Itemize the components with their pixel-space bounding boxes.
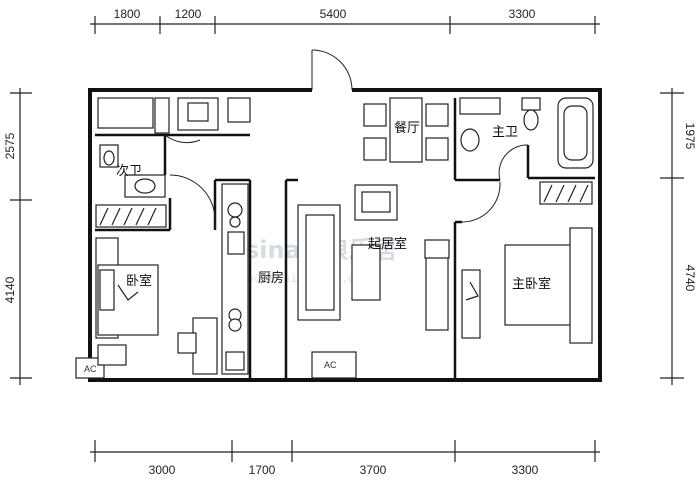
label-living: 起居室 [368,236,407,252]
upper-cabinets [177,97,251,131]
dining-chair [363,137,387,161]
bedroom-furniture [95,237,218,375]
interior-doors [164,134,529,230]
desk [192,317,218,375]
room-labels: 次卫 卧室 厨房 餐厅 起居室 主卫 主卧室 [116,120,551,292]
desk-chair [177,332,197,354]
dining-furniture [363,97,449,163]
master-shoe-cabinet [539,181,593,205]
second-bath-fixtures [95,97,170,228]
bedside-table [97,344,127,366]
dresser [461,269,481,339]
label-master-bath: 主卫 [492,125,518,140]
sink [227,231,245,255]
toilet-icon [103,150,115,166]
master-bath-fixtures [459,97,594,205]
top-dim-1: 1800 [114,7,141,21]
label-bedroom: 卧室 [126,273,152,289]
top-dim-2: 1200 [175,7,202,21]
tv-cabinet [425,254,449,331]
top-dimension-line: 1800 1200 5400 3300 [90,7,600,34]
master-washbasin [460,128,480,152]
water-heater [154,97,170,134]
label-second-bath: 次卫 [116,163,142,179]
right-dim-2: 4740 [683,265,697,292]
stove-burner-icon [227,202,243,218]
bottom-dim-1: 3000 [149,463,176,477]
left-dim-2: 4140 [3,276,17,303]
ac-label-bottom: AC [324,360,337,370]
bottom-dim-4: 3300 [512,463,539,477]
washing-machine [97,97,154,129]
ac-unit-left [75,357,105,379]
interior-walls [95,98,595,378]
coffee-table [351,244,381,301]
bottom-dimension-line: 3000 1700 3700 3300 [90,440,600,477]
dining-chair [425,103,449,127]
right-dim-1: 1975 [683,123,697,150]
master-toilet-icon [523,109,539,131]
entrance-door [311,49,353,91]
master-bedroom-furniture [461,227,593,344]
dining-table [389,97,423,163]
master-toilet-tank [521,97,541,111]
kitchen-cabinet [225,351,245,371]
living-furniture: AC [297,184,450,379]
label-kitchen: 厨房 [258,270,284,286]
ac-unit-bottom [311,351,357,379]
bedside-unit [569,227,593,344]
right-dimension-line: 1975 4740 [660,88,697,385]
label-master-bedroom: 主卧室 [512,276,551,292]
side-table [424,239,450,259]
top-dim-4: 3300 [509,7,536,21]
label-dining: 餐厅 [394,120,420,136]
storage-cabinet [227,97,251,123]
top-dim-3: 5400 [320,7,347,21]
bottom-dim-2: 1700 [249,463,276,477]
dining-chair [363,103,387,127]
ac-label-left: AC [84,364,97,374]
kitchen-fixtures [221,183,249,375]
left-dim-1: 2575 [3,132,17,159]
vanity-counter [459,97,501,115]
dining-chair [425,137,449,161]
left-dimension-line: 2575 4140 [3,88,32,385]
exterior-walls: AC [75,88,602,382]
bottom-dim-3: 3700 [360,463,387,477]
